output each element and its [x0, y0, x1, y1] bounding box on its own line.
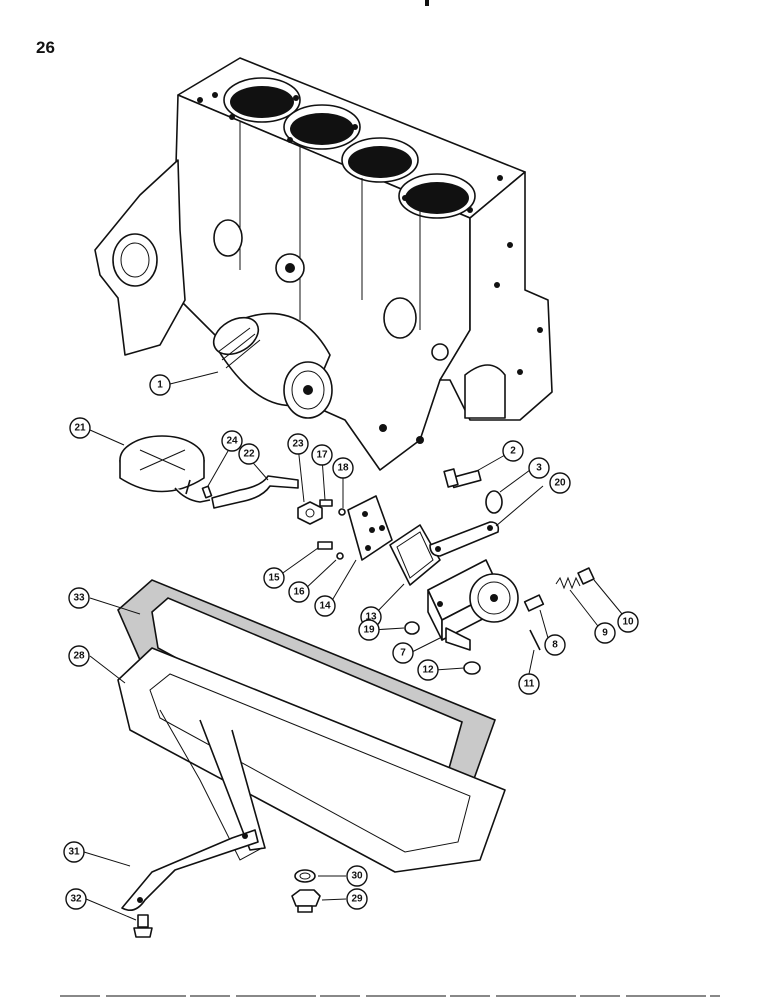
oil-pan: [117, 647, 506, 873]
callout-16: 16: [288, 581, 310, 603]
callout-11: 11: [518, 673, 540, 695]
callout-label: 7: [400, 648, 406, 659]
callout-28: 28: [68, 645, 90, 667]
pump-gasket: [389, 524, 441, 586]
callout-30: 30: [346, 865, 368, 887]
callout-33: 33: [68, 587, 90, 609]
callout-label: 23: [292, 439, 304, 450]
screw-17: [319, 499, 333, 507]
drain-plug-washer: [294, 869, 316, 883]
bolt-2: [443, 468, 482, 489]
washer-18: [338, 508, 346, 516]
callout-label: 14: [319, 601, 331, 612]
callout-label: 29: [351, 894, 363, 905]
callout-19: 19: [358, 619, 380, 641]
page-top-mark: [425, 0, 429, 6]
pin-11: [529, 629, 541, 651]
callout-14: 14: [314, 595, 336, 617]
callout-20: 20: [549, 472, 571, 494]
callout-label: 15: [268, 573, 280, 584]
callout-label: 17: [316, 450, 328, 461]
callout-label: 19: [363, 625, 375, 636]
o-ring-19: [404, 621, 420, 635]
callout-1: 1: [149, 374, 171, 396]
callout-label: 2: [510, 446, 516, 457]
callout-label: 31: [68, 847, 80, 858]
callout-label: 20: [554, 478, 566, 489]
callout-10: 10: [617, 611, 639, 633]
callout-label: 10: [622, 617, 634, 628]
callout-label: 18: [337, 463, 349, 474]
washer-16: [336, 552, 344, 560]
callout-label: 9: [602, 628, 608, 639]
oil-pump-cover: [347, 495, 393, 561]
fitting-nut: [297, 501, 323, 525]
callout-3: 3: [528, 457, 550, 479]
pan-bracket: [121, 829, 259, 911]
callout-label: 24: [226, 436, 238, 447]
callout-12: 12: [417, 659, 439, 681]
callout-9: 9: [594, 622, 616, 644]
callout-31: 31: [63, 841, 85, 863]
callout-label: 13: [365, 612, 377, 623]
callout-label: 21: [74, 423, 86, 434]
callout-24: 24: [221, 430, 243, 452]
oil-pump-screen: [119, 435, 211, 503]
callout-18: 18: [332, 457, 354, 479]
callout-label: 30: [351, 871, 363, 882]
callout-32: 32: [65, 888, 87, 910]
oil-pump-tube: [429, 521, 500, 557]
callout-23: 23: [287, 433, 309, 455]
screw-15: [317, 541, 333, 550]
oil-filter: [212, 312, 333, 419]
callout-label: 8: [552, 640, 558, 651]
callout-17: 17: [311, 444, 333, 466]
plug-12: [463, 661, 481, 675]
oil-pump: [427, 559, 519, 651]
callout-label: 33: [73, 593, 85, 604]
callout-label: 1: [157, 380, 163, 391]
oil-suction-tube: [185, 475, 299, 509]
callout-21: 21: [69, 417, 91, 439]
callout-label: 16: [293, 587, 305, 598]
callout-7: 7: [392, 642, 414, 664]
leader-lines: [83, 371, 628, 921]
relief-valve-plug: [577, 567, 595, 585]
callout-22: 22: [238, 443, 260, 465]
callout-label: 22: [243, 449, 255, 460]
relief-valve-spring: [555, 576, 581, 590]
callout-29: 29: [346, 888, 368, 910]
callout-8: 8: [544, 634, 566, 656]
callout-label: 12: [422, 665, 434, 676]
callout-label: 3: [536, 463, 542, 474]
engine-block: [94, 57, 553, 471]
callout-label: 32: [70, 894, 82, 905]
drain-plug: [291, 889, 321, 913]
callout-2: 2: [502, 440, 524, 462]
callout-15: 15: [263, 567, 285, 589]
washer-3: [485, 490, 503, 514]
bolt-32: [133, 914, 153, 938]
relief-valve-plunger: [523, 594, 545, 612]
page-number: 26: [36, 38, 55, 57]
callout-label: 11: [524, 679, 535, 690]
callout-label: 28: [73, 651, 85, 662]
